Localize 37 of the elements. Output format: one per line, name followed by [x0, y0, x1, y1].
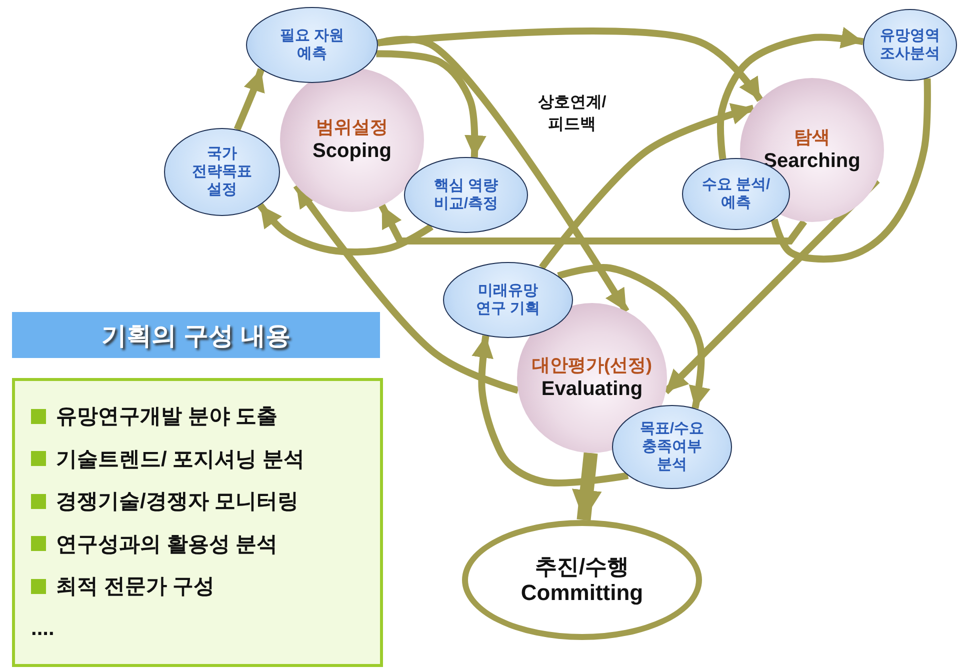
- task-text: 미래유망 연구 기획: [474, 282, 542, 318]
- arrow: [572, 452, 602, 521]
- stage-title: 탐색: [794, 127, 830, 149]
- list-item: 유망연구개발 분야 도출: [56, 404, 278, 430]
- task-text: 목표/수요 충족여부 분석: [638, 420, 706, 474]
- task-text: 유망영역 조사분석: [879, 27, 941, 63]
- arrow: [717, 26, 864, 160]
- list-item: ....: [31, 616, 54, 641]
- stage-title: 추진/수행: [534, 554, 630, 580]
- task-text: 필요 자원 예측: [278, 27, 346, 63]
- task-text: 핵심 역량 비교/측정: [432, 177, 500, 213]
- arrow: [663, 178, 880, 394]
- stage-name: Scoping: [312, 138, 392, 163]
- arrow: [378, 28, 764, 102]
- stage-title: 대안평가(선정): [532, 355, 652, 377]
- content-panel: [12, 378, 383, 667]
- arrow: [293, 183, 519, 394]
- stage-name: Committing: [520, 580, 644, 606]
- arrow: [378, 204, 808, 244]
- arrow: [234, 68, 265, 131]
- stage-name: Evaluating: [541, 376, 643, 401]
- stage-title: 범위설정: [316, 117, 388, 139]
- list-item: 최적 전문가 구성: [56, 574, 215, 600]
- arrow: [377, 36, 630, 314]
- list-item: 기술트렌드/ 포지셔닝 분석: [56, 446, 305, 473]
- arrow: [376, 50, 486, 158]
- stage-name: Searching: [764, 148, 860, 173]
- arrow: [557, 264, 710, 409]
- list-item: 연구성과의 활용성 분석: [56, 532, 278, 558]
- heading-text: 기획의 구성 내용: [102, 320, 290, 352]
- annotation-text: 상호연계/ 피드백: [536, 93, 608, 135]
- task-text: 국가 전략목표 설정: [191, 145, 253, 199]
- arrow: [257, 203, 434, 256]
- list-item: 경쟁기술/경쟁자 모니터링: [56, 489, 299, 516]
- task-text: 수요 분석/예측: [701, 176, 771, 212]
- heading-bar: [12, 312, 380, 358]
- arrow: [538, 103, 754, 270]
